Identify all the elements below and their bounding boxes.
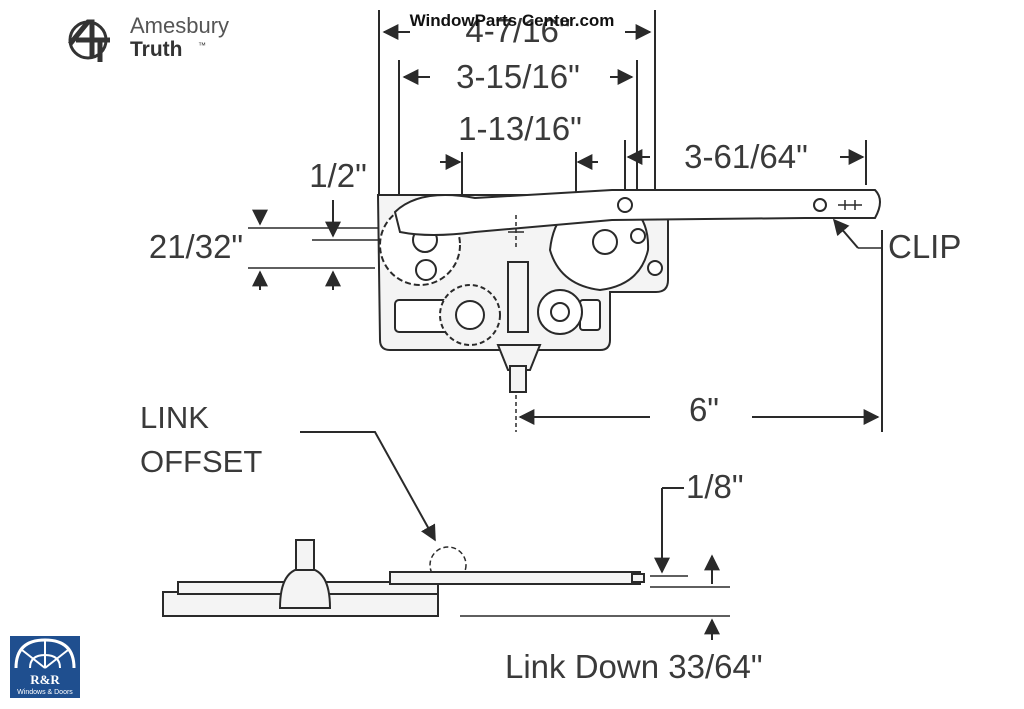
- brand-name-amesbury: Amesbury: [130, 13, 229, 38]
- mount-rivet: [647, 260, 663, 276]
- link-offset-label-line2: OFFSET: [140, 444, 262, 479]
- dimension-link-thickness-label: 1/8": [686, 468, 744, 505]
- worm-gear-hub: [455, 300, 485, 330]
- dimension-link-thickness: 1/8": [650, 468, 744, 588]
- dimension-arm-length: 6": [518, 391, 880, 428]
- dimension-inner-width: 3-15/16": [398, 58, 638, 200]
- dimension-link-down-label: Link Down 33/64": [505, 648, 763, 685]
- dealer-logo-tagline: Windows & Doors: [17, 689, 73, 696]
- dimension-overall-width-label: 4-7/16": [465, 12, 570, 49]
- sector-right-pivot: [592, 229, 618, 255]
- arm-pivot: [617, 197, 633, 213]
- brand-mark-icon: [68, 19, 110, 62]
- dimension-gear-offset: 1/2": [309, 157, 400, 290]
- sector-gear-hole: [415, 259, 437, 281]
- arm-clip-slot: [838, 200, 862, 210]
- dimension-arm-extension-label: 3-61/64": [684, 138, 808, 175]
- trademark-symbol: ™: [198, 41, 206, 50]
- side-link-tip: [631, 573, 645, 583]
- side-spline-stud: [295, 539, 315, 571]
- dimension-height-offset: 21/32": [149, 209, 400, 290]
- link-offset-leader: [300, 431, 436, 542]
- clip-callout: CLIP: [832, 218, 961, 432]
- housing-boss-hole: [550, 302, 570, 322]
- arched-window-icon: [14, 638, 76, 669]
- dealer-logo: R&R Windows & Doors: [10, 636, 80, 698]
- clip-label: CLIP: [888, 228, 961, 265]
- dimension-gear-spacing-label: 1-13/16": [458, 110, 582, 147]
- dimension-link-down: Link Down 33/64": [460, 615, 763, 685]
- dimension-overall-width: 4-7/16": [378, 10, 656, 195]
- link-offset-label-line1: LINK: [140, 400, 209, 435]
- side-gear-body: [278, 566, 332, 609]
- brand-logo: Amesbury Truth ™: [68, 13, 229, 62]
- housing-slot-right: [579, 299, 601, 331]
- dimension-gear-spacing: 1-13/16": [440, 110, 598, 240]
- dimension-height-offset-label: 21/32": [149, 228, 243, 265]
- spline-base: [496, 344, 542, 371]
- brand-name-truth: Truth: [130, 38, 183, 61]
- watermark-text: WindowParts Center.com: [410, 11, 615, 30]
- dimension-arm-length-label: 6": [689, 391, 719, 428]
- operator-top-view: [376, 189, 881, 432]
- pivot-rivet: [630, 228, 646, 244]
- dimension-gear-offset-label: 1/2": [309, 157, 367, 194]
- arm-end-hole: [813, 198, 827, 212]
- spline-stud: [509, 365, 527, 393]
- dealer-logo-initials: R&R: [30, 672, 60, 687]
- worm-shaft: [507, 261, 529, 333]
- operator-side-view: LINK OFFSET: [140, 400, 645, 617]
- dimension-inner-width-label: 3-15/16": [456, 58, 580, 95]
- side-link-arm: [389, 571, 641, 585]
- dimension-arm-extension: 3-61/64": [624, 138, 867, 200]
